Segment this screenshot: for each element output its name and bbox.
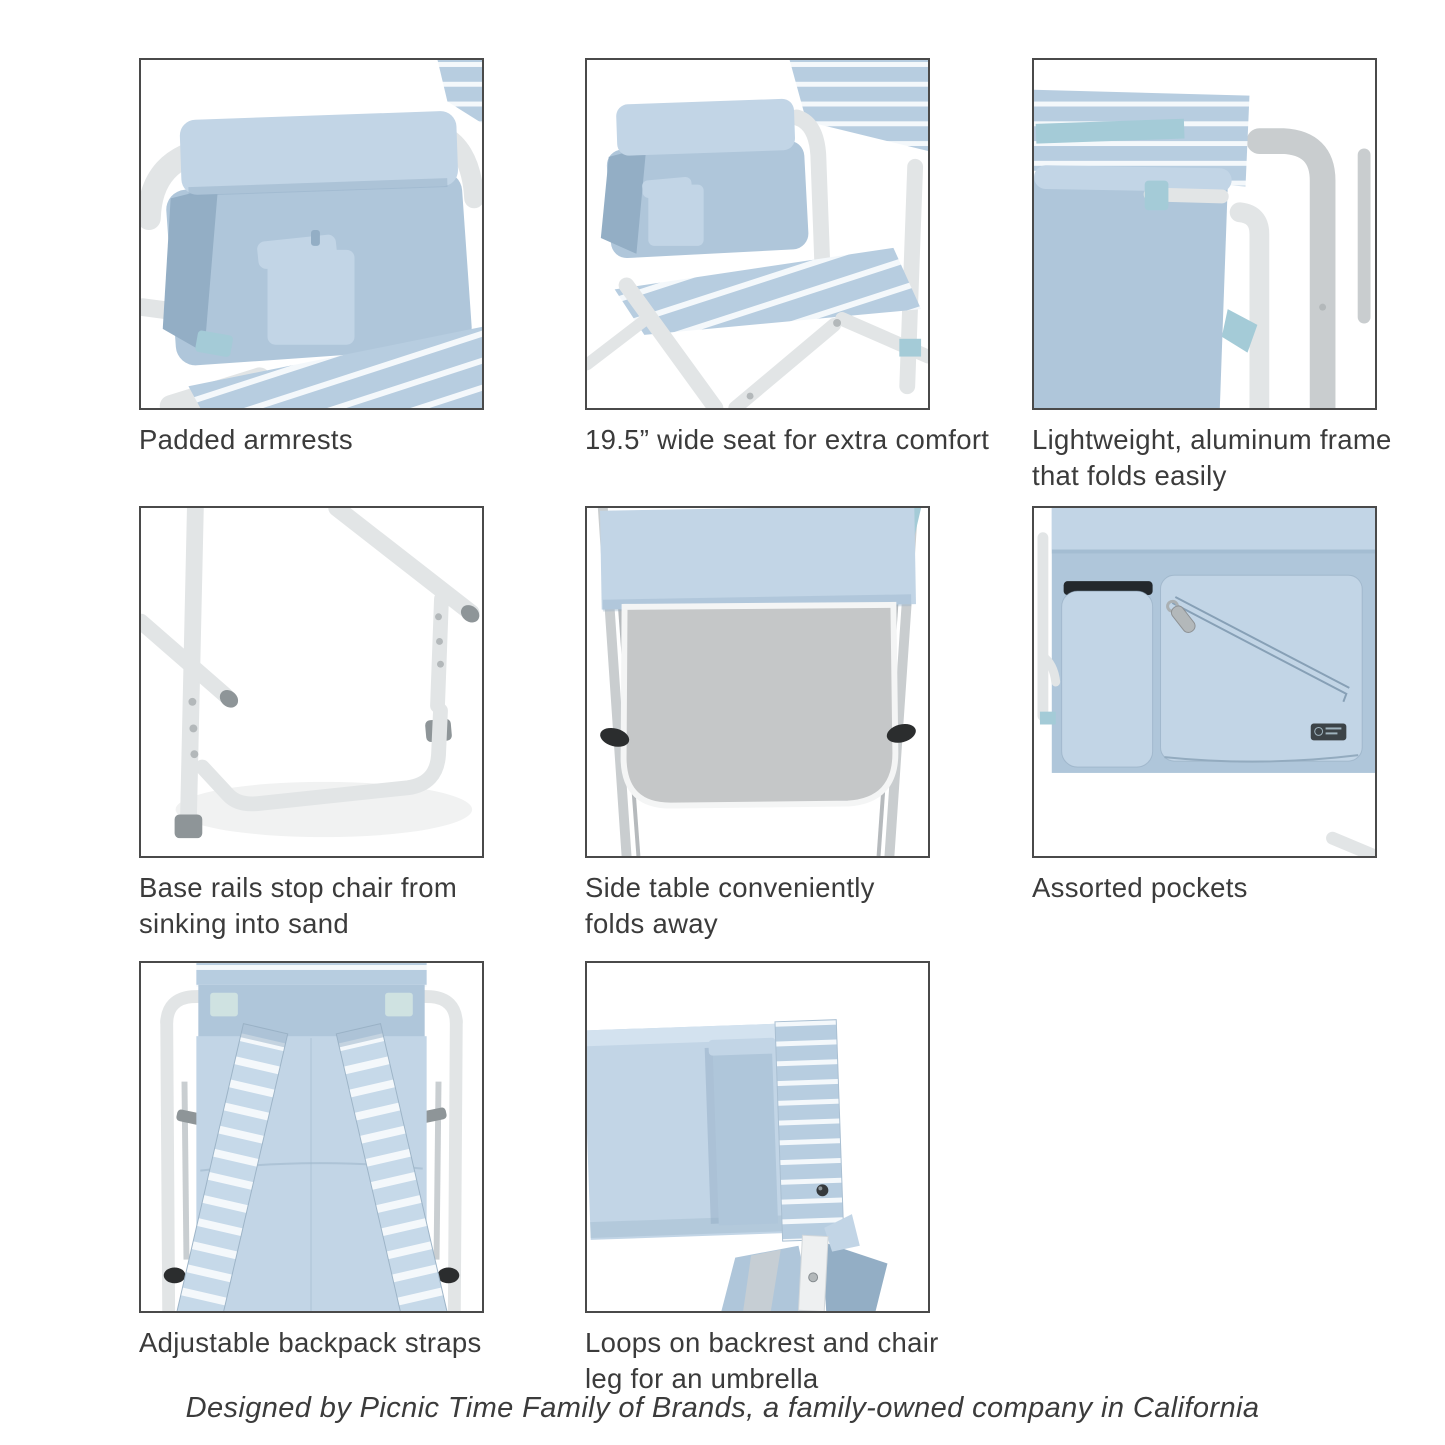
zipper-track — [1171, 602, 1348, 703]
photo-aluminum-frame — [1032, 58, 1377, 410]
backpack-strap-right — [335, 1023, 451, 1311]
photo-side-table — [585, 506, 930, 858]
rivet — [746, 392, 754, 400]
frame-tube — [141, 613, 234, 704]
armrest-pad — [600, 98, 809, 259]
rivet — [1319, 303, 1327, 311]
webbing-loop — [1221, 309, 1258, 353]
table-top — [620, 601, 899, 809]
caption-aluminum-frame: Lightweight, aluminum frame that folds e… — [1032, 424, 1392, 491]
cup-holder-pocket — [1061, 581, 1154, 768]
tube-end-cap — [219, 690, 239, 708]
lock-knob — [437, 1267, 460, 1284]
feature-card-wide-seat: 19.5” wide seat for extra comfort — [585, 58, 1017, 458]
hinge-hardware — [420, 1107, 447, 1123]
base-rails-illustration — [141, 508, 480, 839]
striped-fabric-top — [196, 963, 427, 987]
frame-tube — [1229, 202, 1270, 408]
lock-knob — [163, 1267, 186, 1284]
cross-brace — [587, 313, 653, 371]
frame-tube — [447, 1013, 463, 1311]
brand-label — [1310, 723, 1347, 741]
webbing-strap — [1035, 118, 1185, 144]
rubber-foot — [174, 814, 203, 839]
folded-seat-fabric — [599, 508, 916, 610]
hinge-hardware — [176, 1109, 203, 1125]
caption-backpack-straps: Adjustable backpack straps — [139, 1327, 482, 1358]
frame-tube — [160, 1013, 176, 1311]
chair-leg — [798, 1234, 829, 1311]
rivet — [808, 1272, 819, 1283]
rivet — [189, 724, 198, 733]
photo-umbrella-loops — [585, 961, 930, 1313]
frame-tube — [328, 508, 480, 622]
backpack-straps-illustration — [160, 963, 463, 1311]
rivet — [435, 613, 442, 621]
lock-knob — [600, 727, 630, 747]
caption-base-rails: Base rails stop chair from sinking into … — [139, 872, 458, 939]
feature-card-backpack-straps: Adjustable backpack straps — [139, 961, 571, 1361]
velcro-patch — [385, 992, 413, 1017]
backrest-fabric — [789, 60, 928, 151]
photo-assorted-pockets — [1032, 506, 1377, 858]
feature-card-assorted-pockets: Assorted pockets — [1032, 506, 1445, 906]
base-rail — [194, 703, 448, 812]
fabric-roll — [1034, 165, 1232, 193]
rivet — [833, 319, 842, 327]
frame-tube — [1326, 831, 1375, 856]
webbing-tab — [1039, 711, 1056, 725]
frame-tube — [1038, 651, 1061, 687]
striped-end-cap — [774, 1019, 845, 1242]
backpack-strap-left — [173, 1023, 289, 1311]
wide-seat-illustration — [587, 60, 928, 408]
fabric-fold — [824, 1214, 860, 1252]
rivet — [436, 638, 443, 645]
feature-card-padded-armrests: Padded armrests — [139, 58, 571, 458]
zipper-pull — [1166, 599, 1196, 633]
striped-seat-fabric — [188, 326, 482, 408]
feature-card-aluminum-frame: Lightweight, aluminum frame that folds e… — [1032, 58, 1445, 494]
seat-fabric — [1034, 176, 1228, 408]
caption-umbrella-loops: Loops on backrest and chair leg for an u… — [585, 1327, 939, 1394]
photo-backpack-straps — [139, 961, 484, 1313]
photo-base-rails — [139, 506, 484, 858]
backrest-fabric-corner — [437, 60, 482, 124]
umbrella-loop — [712, 1043, 779, 1226]
caption-wide-seat: 19.5” wide seat for extra comfort — [585, 424, 990, 455]
rivet — [190, 750, 199, 759]
folded-frame-illustration — [1034, 89, 1371, 408]
feature-card-side-table: Side table conveniently folds away — [585, 506, 1017, 942]
zippered-pocket — [1160, 574, 1363, 763]
footer-tagline: Designed by Picnic Time Family of Brands… — [185, 1392, 1260, 1424]
caption-padded-armrests: Padded armrests — [139, 424, 353, 455]
frame-tube — [1246, 128, 1336, 408]
padded-armrest-illustration — [141, 60, 482, 408]
lock-knob — [886, 723, 916, 743]
armrest-pocket — [257, 230, 355, 345]
fabric-fold — [822, 1241, 888, 1311]
photo-wide-seat — [585, 58, 930, 410]
photo-padded-armrests — [139, 58, 484, 410]
caption-side-table: Side table conveniently folds away — [585, 872, 875, 939]
tube-end-cap — [460, 605, 480, 623]
armrest-pad — [162, 111, 472, 366]
feature-card-base-rails: Base rails stop chair from sinking into … — [139, 506, 571, 942]
rivet — [437, 660, 444, 668]
chair-leg — [618, 277, 724, 408]
frame-tube — [788, 109, 831, 271]
armrest-pocket — [648, 184, 704, 246]
webbing-loop — [1144, 180, 1169, 211]
support-rod — [181, 1081, 190, 1260]
backrest-bar — [587, 1019, 845, 1242]
pockets-illustration — [1037, 508, 1375, 856]
velcro-strap — [195, 330, 233, 357]
velcro-patch — [210, 992, 238, 1017]
umbrella-loops-illustration — [587, 1019, 888, 1311]
rivet — [188, 697, 197, 706]
fabric-fold — [743, 1249, 781, 1311]
side-table-illustration — [597, 508, 922, 856]
webbing-wrap — [899, 338, 922, 357]
feature-card-umbrella-loops: Loops on backrest and chair leg for an u… — [585, 961, 1017, 1397]
caption-assorted-pockets: Assorted pockets — [1032, 872, 1248, 903]
